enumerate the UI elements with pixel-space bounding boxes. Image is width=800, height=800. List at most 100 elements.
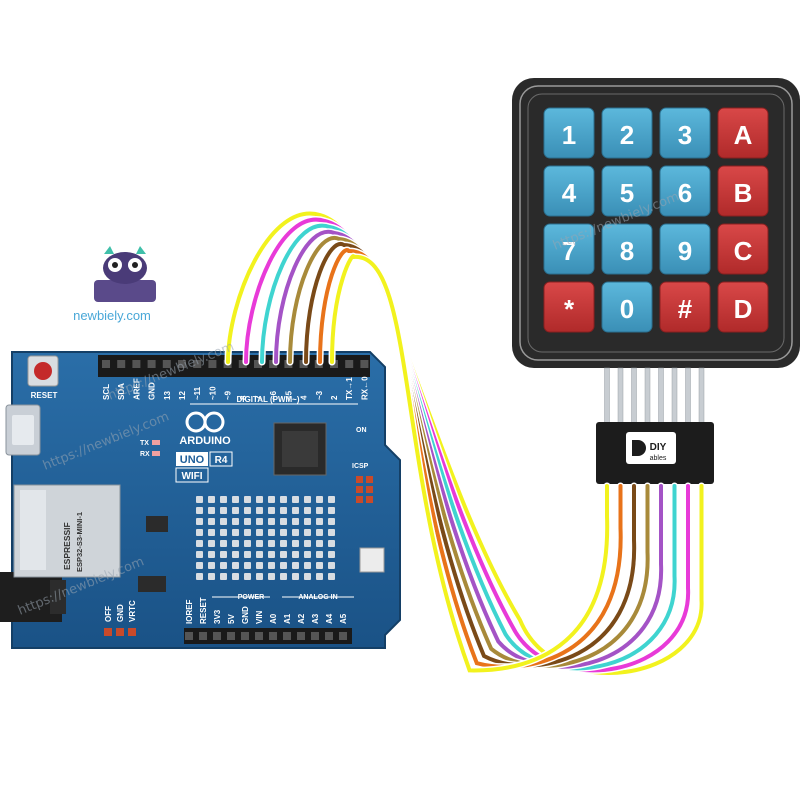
module-part: ESP32-S3-MINI-1 — [75, 512, 84, 572]
pin-label: VRTC — [128, 600, 137, 622]
header-pin[interactable] — [104, 628, 112, 636]
key-label: D — [734, 294, 753, 324]
pin-label: A2 — [297, 613, 306, 624]
analog-in-label: ANALOG IN — [298, 594, 337, 601]
header-pin[interactable] — [345, 360, 354, 368]
header-pin[interactable] — [102, 360, 110, 368]
key-2[interactable]: 2 — [601, 107, 653, 159]
header-pin[interactable] — [360, 360, 369, 368]
header-pin[interactable] — [162, 360, 171, 368]
newbiely-logo: newbiely.com — [73, 246, 156, 323]
pin-label: 12 — [178, 391, 187, 400]
header-pin[interactable] — [311, 632, 319, 640]
key-label: * — [564, 294, 575, 324]
keypad-pins — [604, 367, 705, 425]
pin-label: ~9 — [224, 390, 233, 400]
header-pin[interactable] — [339, 632, 347, 640]
rx-label: RX — [140, 451, 150, 458]
key-label: 8 — [620, 236, 634, 266]
key-4[interactable]: 4 — [543, 165, 595, 217]
header-pin[interactable] — [255, 632, 263, 640]
pin-label: A1 — [283, 613, 292, 624]
header-pin[interactable] — [199, 632, 207, 640]
header-pin[interactable] — [241, 632, 249, 640]
pin-label: 5V — [227, 614, 236, 624]
key-label: 2 — [620, 120, 634, 150]
pin-label: GND — [241, 606, 250, 624]
header-pin[interactable] — [213, 632, 221, 640]
key-D[interactable]: D — [717, 281, 769, 333]
pin-label: OFF — [104, 606, 113, 622]
pin-label: ~10 — [208, 386, 217, 400]
header-pin[interactable] — [178, 360, 186, 368]
pin-label: ~6 — [269, 390, 278, 400]
power-label: POWER — [238, 594, 264, 601]
power-analog-header — [184, 628, 352, 644]
key-3[interactable]: 3 — [659, 107, 711, 159]
key-8[interactable]: 8 — [601, 223, 653, 275]
key-label: 3 — [678, 120, 692, 150]
key-7[interactable]: 7 — [543, 223, 595, 275]
key-B[interactable]: B — [717, 165, 769, 217]
key-label: 0 — [620, 294, 634, 324]
pin-label: GND — [148, 382, 157, 400]
module-brand: ESPRESSIF — [62, 522, 72, 570]
pin-label: SCL — [102, 384, 111, 400]
variant-label: WIFI — [181, 471, 202, 482]
header-pin[interactable] — [147, 360, 156, 368]
model-label: UNO — [180, 454, 205, 466]
header-pin[interactable] — [193, 360, 202, 368]
header-pin[interactable] — [132, 360, 141, 368]
pin-label: RX←0 — [360, 376, 369, 400]
key-label: 7 — [562, 236, 576, 266]
laptop-icon — [94, 280, 156, 302]
key-C[interactable]: C — [717, 223, 769, 275]
key-0[interactable]: 0 — [601, 281, 653, 333]
header-pin[interactable] — [227, 632, 235, 640]
tx-label: TX — [140, 440, 149, 447]
header-pin[interactable] — [128, 628, 136, 636]
revision-label: R4 — [215, 455, 228, 466]
header-pin[interactable] — [116, 628, 124, 636]
pin-label: TX→1 — [345, 377, 354, 400]
header-pin[interactable] — [185, 632, 193, 640]
key-label: B — [734, 178, 753, 208]
wire — [330, 254, 610, 673]
header-pin[interactable] — [208, 360, 217, 368]
pin-label: SDA — [117, 383, 126, 400]
key-label: 1 — [562, 120, 576, 150]
key-*[interactable]: * — [543, 281, 595, 333]
pin-label: 7 — [254, 395, 263, 400]
pin-label: 13 — [163, 391, 172, 400]
key-1[interactable]: 1 — [543, 107, 595, 159]
key-A[interactable]: A — [717, 107, 769, 159]
header-pin[interactable] — [325, 632, 333, 640]
key-5[interactable]: 5 — [601, 165, 653, 217]
header-pin[interactable] — [283, 632, 291, 640]
pin-label: AREF — [132, 378, 141, 400]
key-9[interactable]: 9 — [659, 223, 711, 275]
wire-bundle — [224, 210, 706, 677]
key-label: 6 — [678, 178, 692, 208]
header-pin[interactable] — [254, 360, 262, 368]
header-pin[interactable] — [117, 360, 126, 368]
reset-button[interactable] — [27, 355, 59, 387]
reset-label: RESET — [31, 391, 58, 400]
key-label: C — [734, 236, 753, 266]
header-pin[interactable] — [238, 360, 247, 368]
pin-label: VIN — [255, 610, 264, 624]
header-pin[interactable] — [269, 632, 277, 640]
qwiic-connector — [359, 547, 385, 573]
key-#[interactable]: # — [659, 281, 711, 333]
pin-label: IOREF — [185, 599, 194, 624]
pin-label: 4 — [300, 395, 309, 400]
header-pin[interactable] — [297, 632, 305, 640]
key-6[interactable]: 6 — [659, 165, 711, 217]
led-matrix — [196, 496, 335, 580]
pin-label: A0 — [269, 613, 278, 624]
